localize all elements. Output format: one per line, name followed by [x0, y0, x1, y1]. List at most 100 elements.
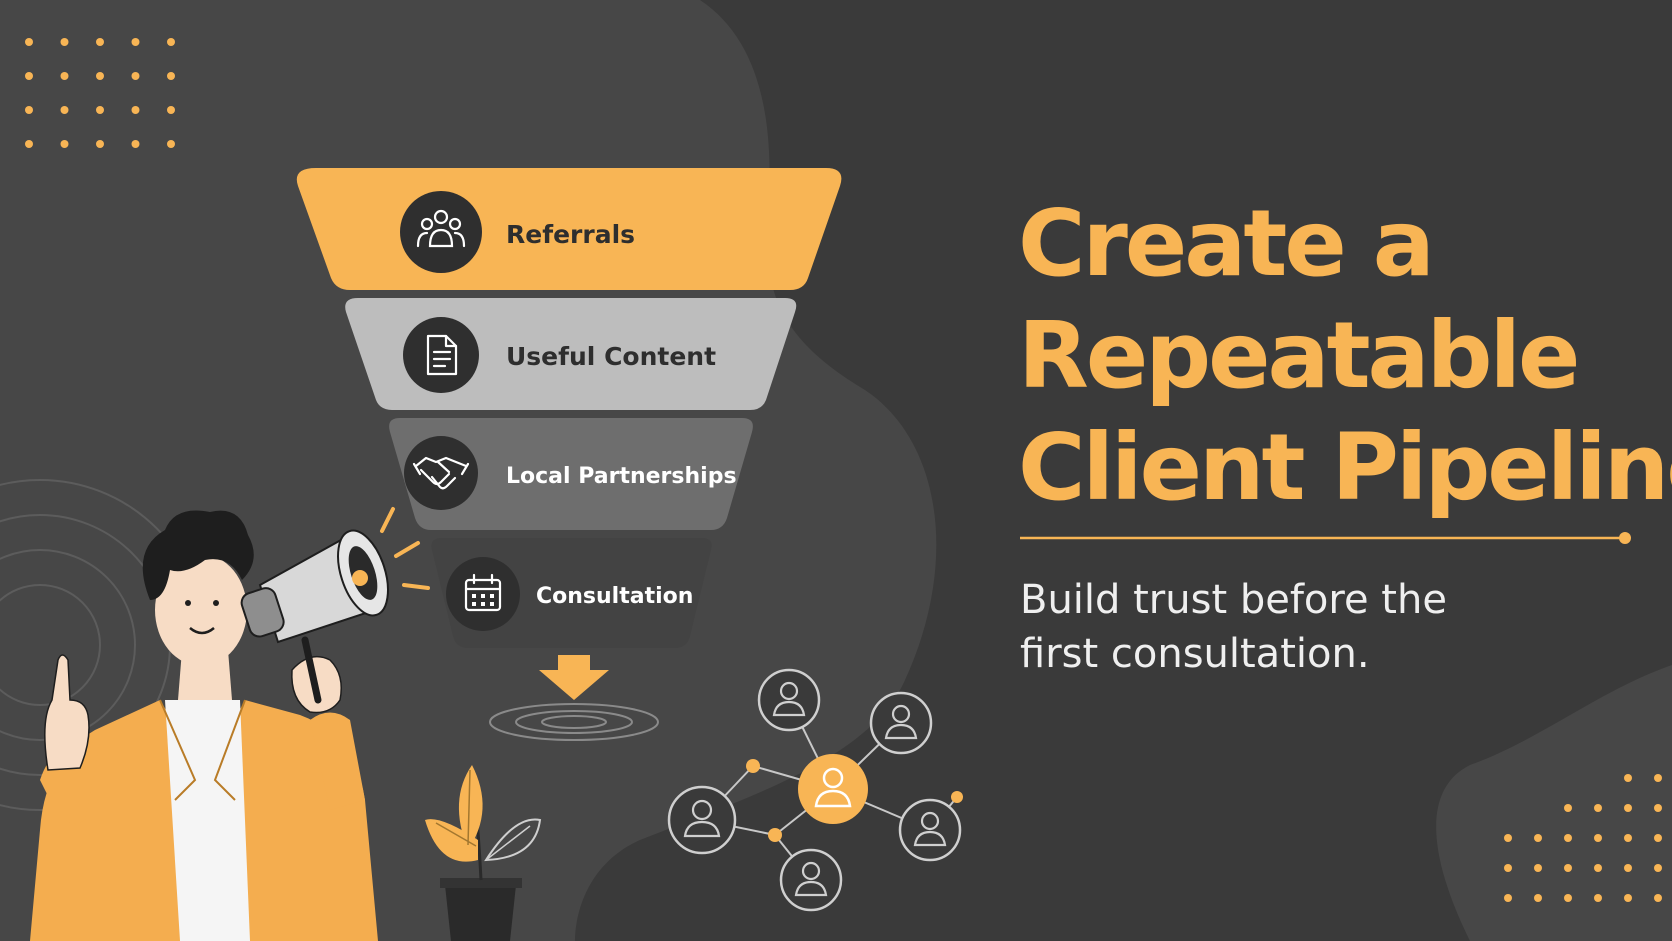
decorative-dot: [1504, 834, 1512, 842]
decorative-dot: [25, 106, 33, 114]
presenter-shirt: [165, 700, 250, 941]
decorative-dot: [1654, 774, 1662, 782]
funnel-tier-label: Local Partnerships: [506, 464, 737, 489]
headline: Create a Repeatable Client Pipeline: [1018, 188, 1672, 524]
decorative-dot: [1564, 864, 1572, 872]
decorative-dot: [1534, 864, 1542, 872]
funnel: Referrals Useful Content Local Partner: [296, 168, 842, 741]
network-node-center: [798, 754, 868, 824]
decorative-dot: [1624, 864, 1632, 872]
headline-line: Repeatable: [1018, 302, 1580, 409]
funnel-tier-label: Useful Content: [506, 342, 716, 371]
decorative-dot: [167, 140, 175, 148]
presenter-hair: [142, 510, 254, 600]
decorative-dot: [131, 140, 140, 148]
decorative-dot: [131, 106, 140, 114]
plant-leaf: [484, 818, 542, 862]
decorative-dot: [25, 38, 33, 46]
decorative-dot: [25, 140, 33, 148]
decorative-dot: [131, 38, 140, 46]
plant-icon: [425, 765, 542, 941]
network-node: [779, 848, 843, 912]
person-with-megaphone: [30, 507, 430, 941]
funnel-tier-useful-content: Useful Content: [345, 298, 797, 410]
decorative-dot: [1654, 864, 1662, 872]
subtitle-line: Build trust before the: [1020, 577, 1447, 623]
calendar-icon-days: [472, 594, 494, 606]
decorative-dot: [1504, 894, 1512, 902]
calendar-icon: [464, 573, 502, 612]
presenter-eye: [185, 600, 191, 606]
plant-pot: [445, 885, 516, 941]
headline-line: Client Pipeline: [1018, 414, 1672, 521]
decorative-dot-grid-bottom-right: [1504, 774, 1662, 902]
arrow-down-icon: [539, 655, 609, 700]
network-node: [869, 691, 933, 755]
network-dots: [746, 759, 963, 842]
presenter-arm-raised: [310, 712, 365, 810]
headline-line: Create a: [1018, 190, 1435, 297]
decorative-dot: [1594, 804, 1602, 812]
presenter-lapel: [159, 699, 246, 801]
decorative-dot: [60, 106, 69, 114]
decorative-dot: [1534, 834, 1542, 842]
decorative-dot: [96, 72, 104, 80]
subtitle-line: first consultation.: [1020, 631, 1370, 677]
icon-circle: [403, 317, 479, 393]
decorative-dot: [167, 72, 175, 80]
decorative-dot: [1594, 894, 1602, 902]
sound-burst: [380, 507, 430, 590]
group-icon: [416, 209, 466, 248]
document-icon: [426, 334, 458, 376]
presenter-hand-pointing: [44, 654, 90, 771]
plant-leaf: [425, 819, 478, 862]
ripple-target: [489, 703, 659, 741]
funnel-tier-label: Consultation: [536, 584, 693, 609]
funnel-tier-local-partnerships: Local Partnerships: [389, 418, 753, 530]
decorative-dot: [167, 38, 175, 46]
decorative-dot: [96, 106, 104, 114]
megaphone-icon: [240, 529, 389, 704]
subtitle: Build trust before the first consultatio…: [1020, 573, 1447, 681]
decorative-dot: [1504, 864, 1512, 872]
decorative-dot: [96, 140, 104, 148]
handshake-icon: [412, 456, 470, 490]
presenter-face: [155, 554, 247, 666]
decorative-dot: [25, 72, 33, 80]
decorative-dot: [1654, 834, 1662, 842]
plant-leaf: [458, 765, 483, 850]
decorative-dot: [1534, 894, 1542, 902]
decorative-dot: [1594, 834, 1602, 842]
decorative-dot: [1564, 834, 1572, 842]
decorative-dot: [1624, 804, 1632, 812]
decorative-dot: [1594, 864, 1602, 872]
plant-pot-rim: [440, 878, 522, 888]
funnel-tier-label: Referrals: [506, 220, 635, 249]
decorative-dot: [1654, 804, 1662, 812]
decorative-dot: [1624, 774, 1632, 782]
presenter-smile: [189, 627, 215, 635]
funnel-tier-consultation: Consultation: [431, 538, 712, 648]
decorative-dot: [1624, 834, 1632, 842]
background-blob-corner: [1436, 665, 1672, 941]
decorative-dot: [96, 38, 104, 46]
decorative-dot: [1654, 894, 1662, 902]
network-node: [898, 798, 962, 862]
decorative-dot-grid-top-left: [25, 38, 175, 148]
divider-dot: [1619, 532, 1631, 544]
network-node: [757, 668, 821, 732]
decorative-dot: [60, 38, 69, 46]
decorative-dot: [1564, 894, 1572, 902]
decorative-dot: [60, 140, 69, 148]
decorative-dot: [1564, 804, 1572, 812]
network-node: [667, 785, 737, 855]
icon-circle: [404, 436, 478, 510]
decorative-dot: [131, 72, 140, 80]
decorative-dot: [60, 72, 69, 80]
presenter-eye: [213, 600, 219, 606]
people-network-icon: [667, 668, 963, 912]
decorative-dot: [167, 106, 175, 114]
icon-circle: [400, 191, 482, 273]
